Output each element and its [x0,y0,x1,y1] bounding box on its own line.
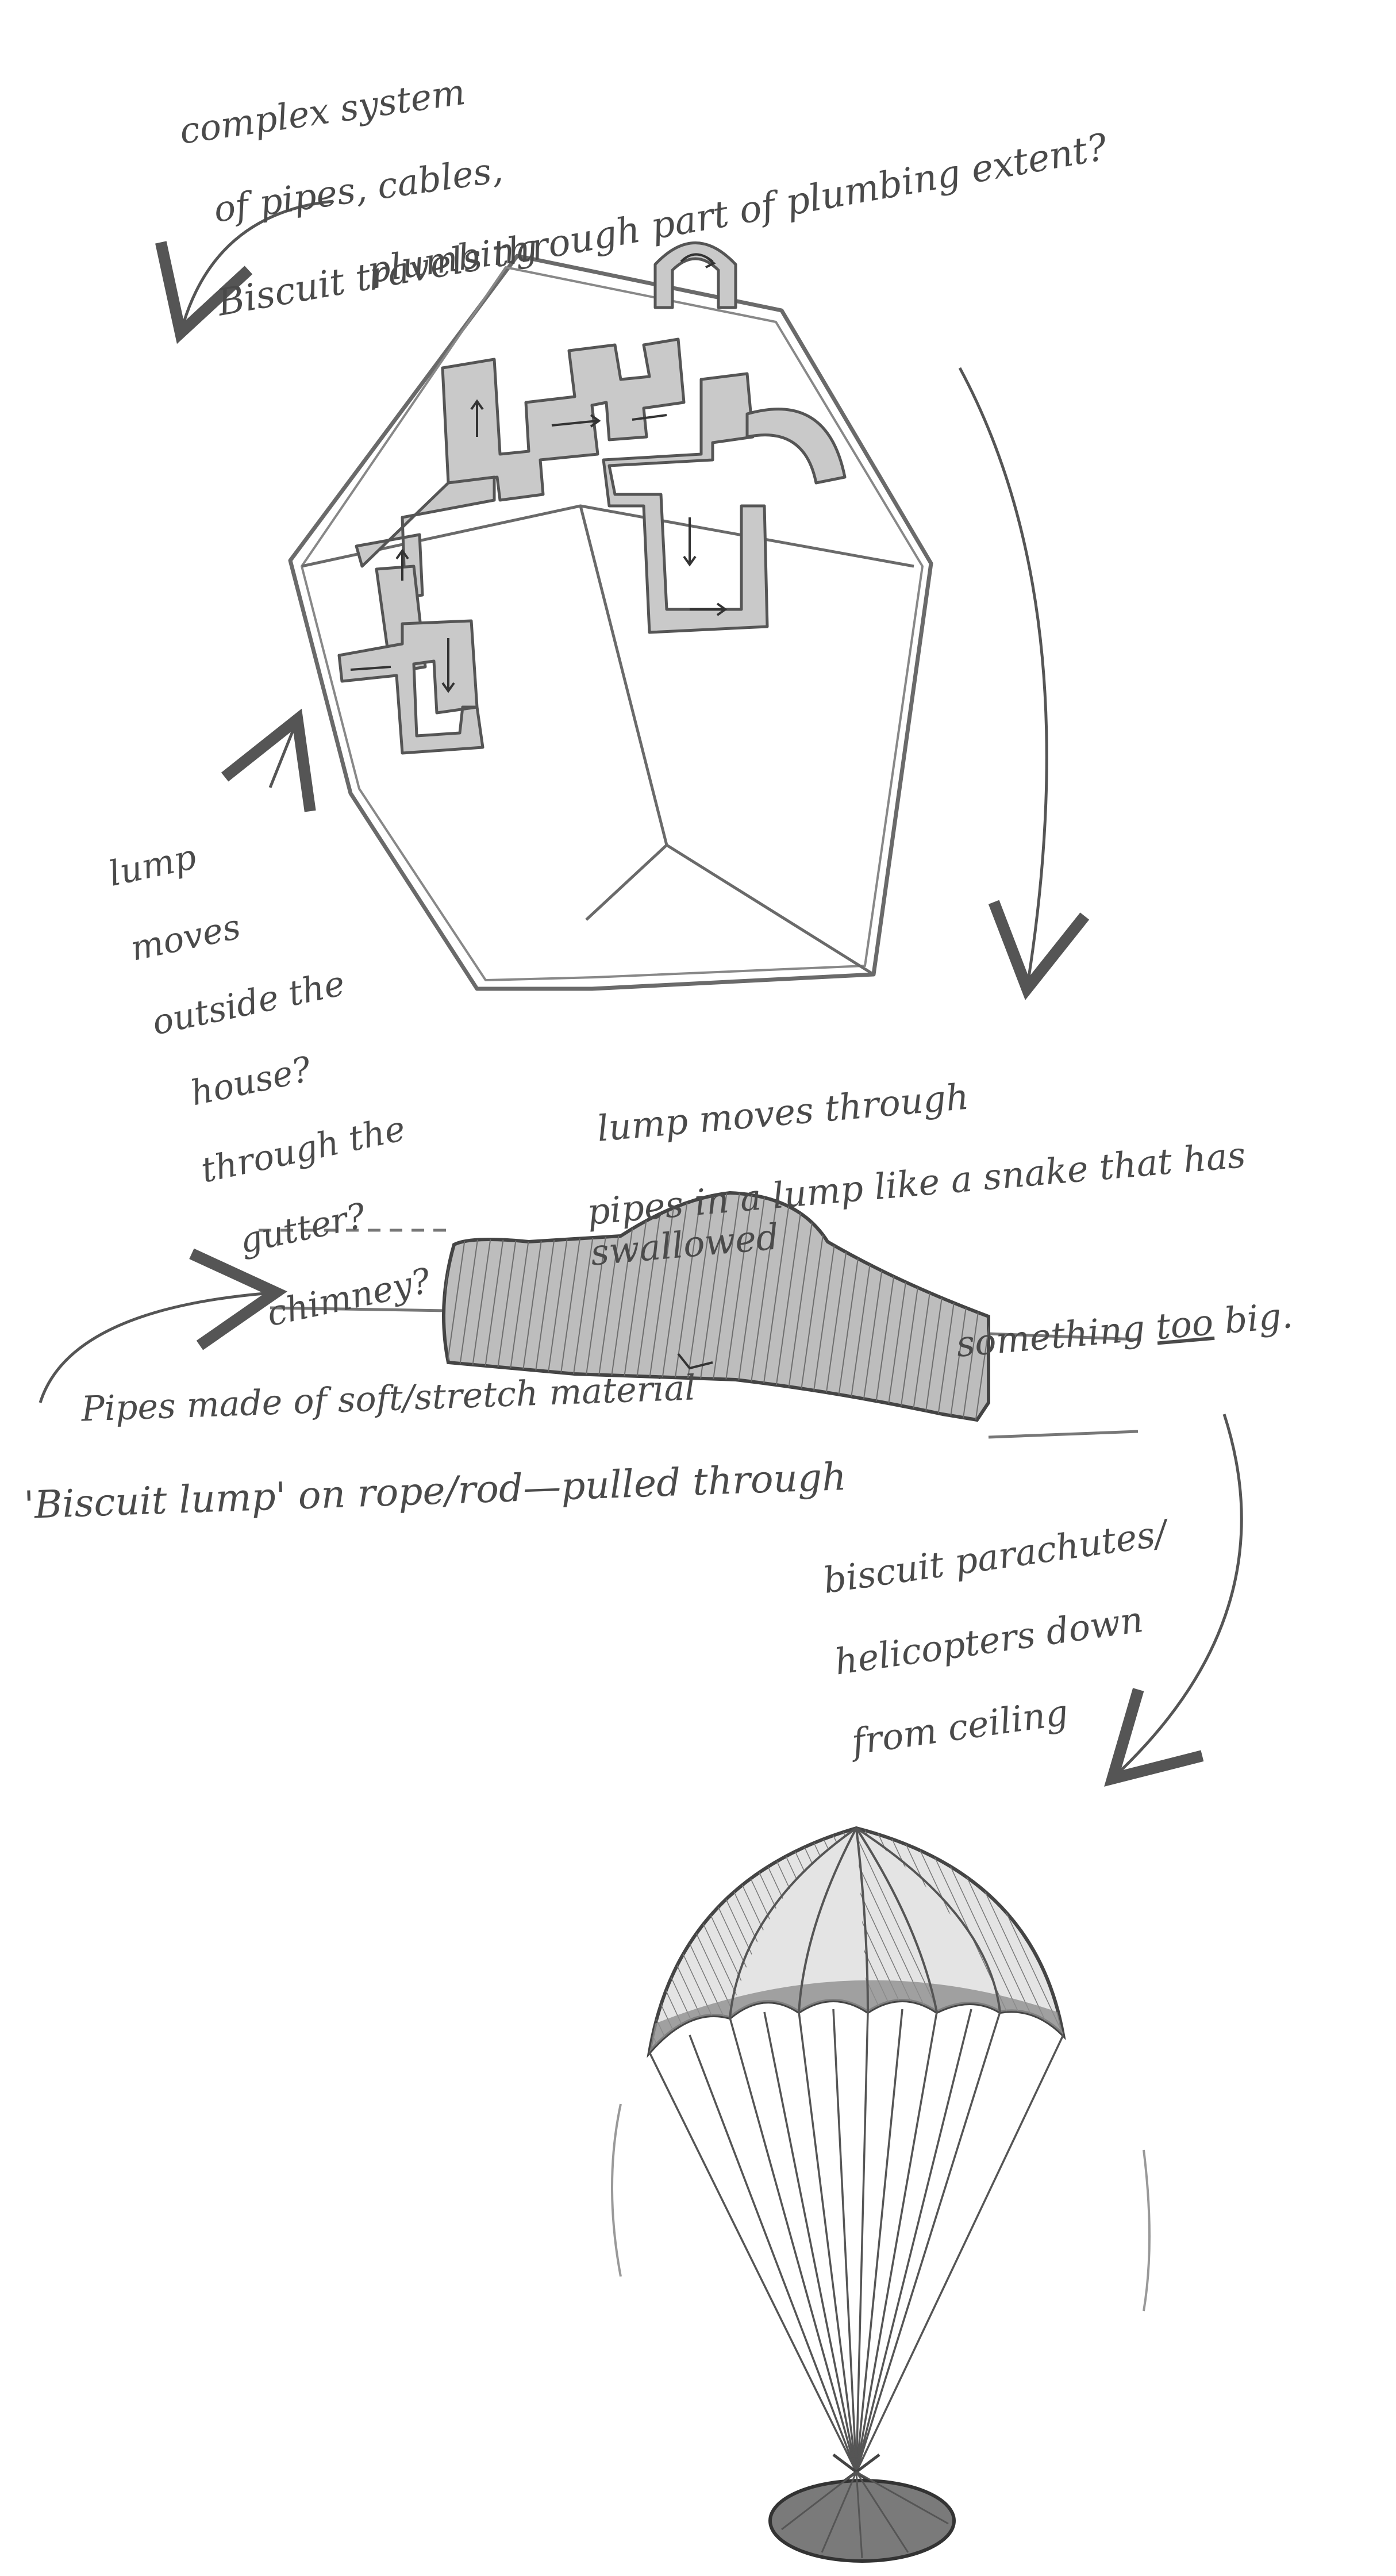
note-lump-pipes-line-2: pipes in a lump like a snake that has sw… [585,1133,1248,1274]
note-lump-outside-line-1: lump [105,836,200,895]
arrow-complex-note [155,199,334,344]
note-lump-pipes: lump moves through pipes in a lump like … [575,997,1396,1437]
stretch-pipe [259,1191,1139,1439]
note-lump-outside-line-7: chimney? [263,1261,434,1335]
note-lump-outside-line-5: through the [197,1108,409,1191]
note-parachute-line-1: biscuit parachutes/ [820,1512,1170,1602]
pipe-flow-arrows [350,253,728,693]
note-lump-pipes-line-3-post: big. [1211,1293,1295,1343]
house-outline [288,254,933,991]
note-lump-pipes-line-3-underlined: too [1154,1301,1215,1348]
note-lump-outside-line-4: house? [187,1049,315,1114]
note-parachute: biscuit parachutes/ helicopters down fro… [815,1472,1198,1804]
arrow-lump-to-house [221,708,316,812]
pipe-network [337,241,847,755]
parachute-cords [648,2009,1064,2473]
note-parachute-line-3: from ceiling [849,1691,1071,1764]
arrow-house-to-pipe [958,367,1090,1000]
note-lump-outside-line-6: gutter? [236,1195,370,1262]
note-complex-line-1: complex system [176,71,468,153]
note-lump-outside-line-3: outside the [148,963,348,1043]
arrow-pipes-material [39,1248,287,1403]
parachute [611,1826,1151,2563]
note-lump-outside-line-2: moves [126,906,244,969]
arrow-pipe-to-parachute [1104,1414,1243,1787]
note-lump-pipes-line-3-pre: something [955,1306,1158,1365]
note-parachute-line-2: helicopters down [832,1598,1146,1683]
